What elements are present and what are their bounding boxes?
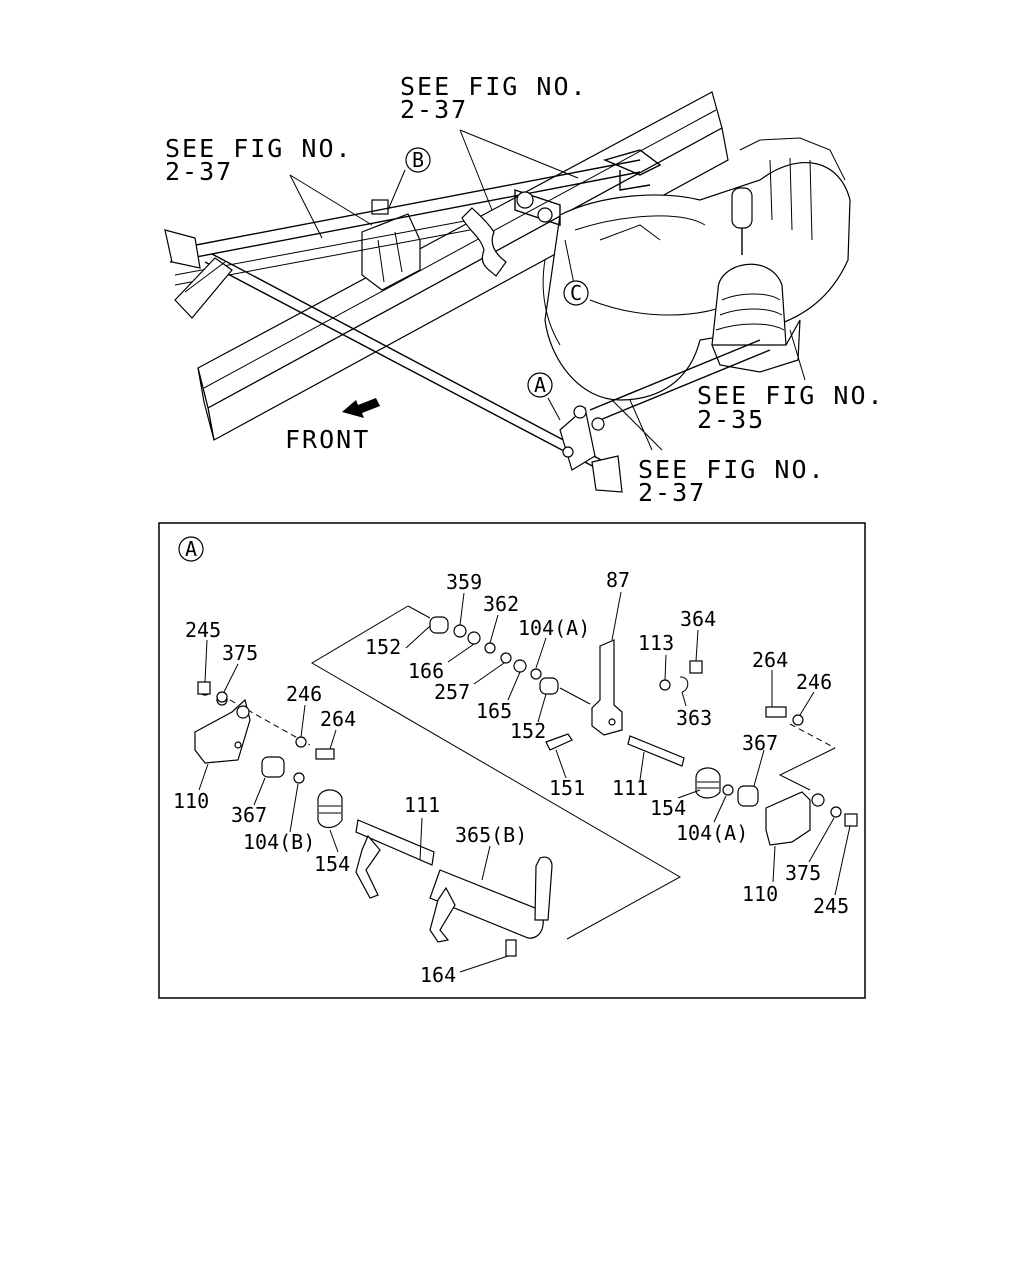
part-245-right (844, 813, 858, 827)
label-113: 113 (638, 631, 674, 655)
part-111-left (355, 819, 435, 866)
detail-parts (194, 616, 858, 957)
part-154-left (317, 789, 343, 829)
note-1-line2: 2-37 (165, 157, 233, 186)
label-365b: 365(B) (455, 823, 527, 847)
detail-leaders (198, 591, 851, 973)
label-104a-upper: 104(A) (518, 616, 590, 640)
part-87 (591, 639, 623, 736)
detail-view-a: A (158, 522, 866, 999)
label-257: 257 (434, 680, 470, 704)
part-264-left (315, 748, 335, 760)
part-labels: 245 375 246 264 110 367 104(B) 154 152 3… (173, 568, 849, 987)
see-fig-note-4: SEE FIG NO. 2-37 (638, 455, 826, 507)
detail-frame (158, 522, 866, 999)
label-245-right: 245 (813, 894, 849, 918)
see-fig-note-1: SEE FIG NO. 2-37 (165, 134, 353, 186)
label-154-left: 154 (314, 852, 350, 876)
detail-view-id: A (185, 537, 197, 561)
label-111-right: 111 (612, 776, 648, 800)
label-367-right: 367 (742, 731, 778, 755)
part-154-right (695, 767, 721, 799)
see-fig-note-2: SEE FIG NO. 2-37 (400, 72, 588, 124)
note-2-line1: SEE FIG NO. (400, 72, 588, 101)
label-245-left: 245 (185, 618, 221, 642)
label-375-left: 375 (222, 641, 258, 665)
label-154-right: 154 (650, 796, 686, 820)
see-fig-note-3: SEE FIG NO. 2-35 (697, 381, 885, 434)
label-165: 165 (476, 699, 512, 723)
label-367-left: 367 (231, 803, 267, 827)
label-264-right: 264 (752, 648, 788, 672)
label-246-left: 246 (286, 682, 322, 706)
label-363: 363 (676, 706, 712, 730)
note-1-line1: SEE FIG NO. (165, 134, 353, 163)
label-104b: 104(B) (243, 830, 315, 854)
front-label: FRONT (285, 425, 370, 454)
label-151: 151 (549, 776, 585, 800)
label-246-right: 246 (796, 670, 832, 694)
lower-mount-bracket (559, 405, 623, 493)
front-direction-arrow: FRONT (285, 398, 380, 454)
overview-illustration: SEE FIG NO. 2-37 SEE FIG NO. 2-37 SEE FI… (164, 72, 885, 507)
callout-b: B (405, 147, 431, 173)
label-152-upper: 152 (365, 635, 401, 659)
label-111-left: 111 (404, 793, 440, 817)
note-4-line2: 2-37 (638, 478, 706, 507)
label-364: 364 (680, 607, 716, 631)
note-3-line2: 2-35 (697, 405, 765, 434)
part-245-left (197, 681, 211, 695)
shift-lever-boot (711, 187, 801, 373)
callout-a: A (527, 372, 553, 398)
label-164: 164 (420, 963, 456, 987)
note-3-line1: SEE FIG NO. (697, 381, 885, 410)
part-152-lower (539, 677, 559, 695)
label-264-left: 264 (320, 707, 356, 731)
label-110-left: 110 (173, 789, 209, 813)
part-264-right (765, 706, 787, 718)
label-87: 87 (606, 568, 630, 592)
label-166: 166 (408, 659, 444, 683)
part-152-upper (429, 616, 449, 634)
label-375-right: 375 (785, 861, 821, 885)
label-104a-lower: 104(A) (676, 821, 748, 845)
callout-b-letter: B (412, 148, 424, 172)
note-2-line2: 2-37 (400, 95, 468, 124)
note-4-line1: SEE FIG NO. (638, 455, 826, 484)
label-152-lower: 152 (510, 719, 546, 743)
left-mount-bracket (164, 229, 233, 319)
label-110-right: 110 (742, 882, 778, 906)
part-110-right (765, 791, 811, 846)
label-359: 359 (446, 570, 482, 594)
part-164 (505, 939, 517, 957)
label-362: 362 (483, 592, 519, 616)
part-151 (545, 733, 573, 751)
callout-a-letter: A (534, 373, 546, 397)
part-111-right (627, 735, 685, 767)
callout-c: C (563, 280, 589, 306)
part-364 (689, 660, 703, 674)
part-367-right (737, 785, 759, 807)
callout-c-letter: C (570, 281, 582, 305)
part-367-left (261, 756, 285, 778)
leader-lines (289, 129, 806, 451)
assembly-outline (229, 605, 836, 940)
detail-view-badge (178, 536, 204, 562)
